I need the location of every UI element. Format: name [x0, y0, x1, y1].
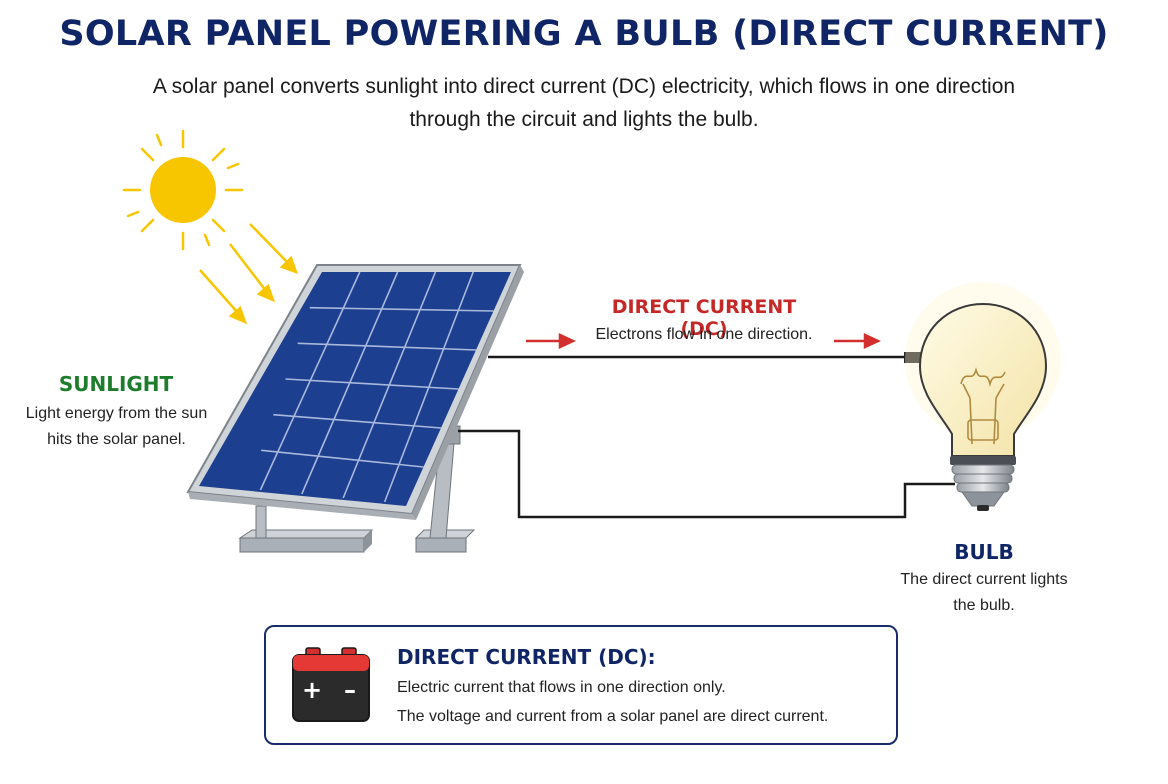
sunlight-rays [199, 223, 299, 325]
bulb-connector [904, 352, 924, 363]
battery-icon: + – [292, 647, 370, 722]
info-box-title: DIRECT CURRENT (DC): [397, 645, 656, 669]
page-title: SOLAR PANEL POWERING A BULB (DIRECT CURR… [59, 14, 1109, 54]
info-box-line-2: The voltage and current from a solar pan… [397, 708, 829, 725]
circuit-wires [458, 355, 955, 519]
current-description: Electrons flow in one direction. [595, 326, 813, 343]
sunlight-description-line-1: Light energy from the sun [25, 405, 208, 422]
battery-minus-sign: – [344, 676, 356, 704]
battery-plus-sign: + [302, 676, 322, 704]
subtitle-line-2: through the circuit and lights the bulb. [409, 108, 759, 131]
light-bulb-icon [905, 282, 1061, 511]
subtitle-line-1: A solar panel converts sunlight into dir… [152, 75, 1016, 98]
sunlight-title: SUNLIGHT [58, 372, 174, 396]
bulb-description-line-1: The direct current lights [900, 571, 1068, 588]
solar-panel-icon [186, 264, 524, 520]
sunlight-description-line-2: hits the solar panel. [47, 431, 186, 448]
bulb-description-line-2: the bulb. [953, 597, 1015, 614]
bulb-title: BULB [954, 540, 1014, 564]
current-title: DIRECT CURRENT (DC) [611, 296, 797, 340]
current-arrow-icon [526, 333, 881, 349]
sun-icon [122, 129, 244, 251]
info-box-line-1: Electric current that flows in one direc… [397, 679, 726, 696]
